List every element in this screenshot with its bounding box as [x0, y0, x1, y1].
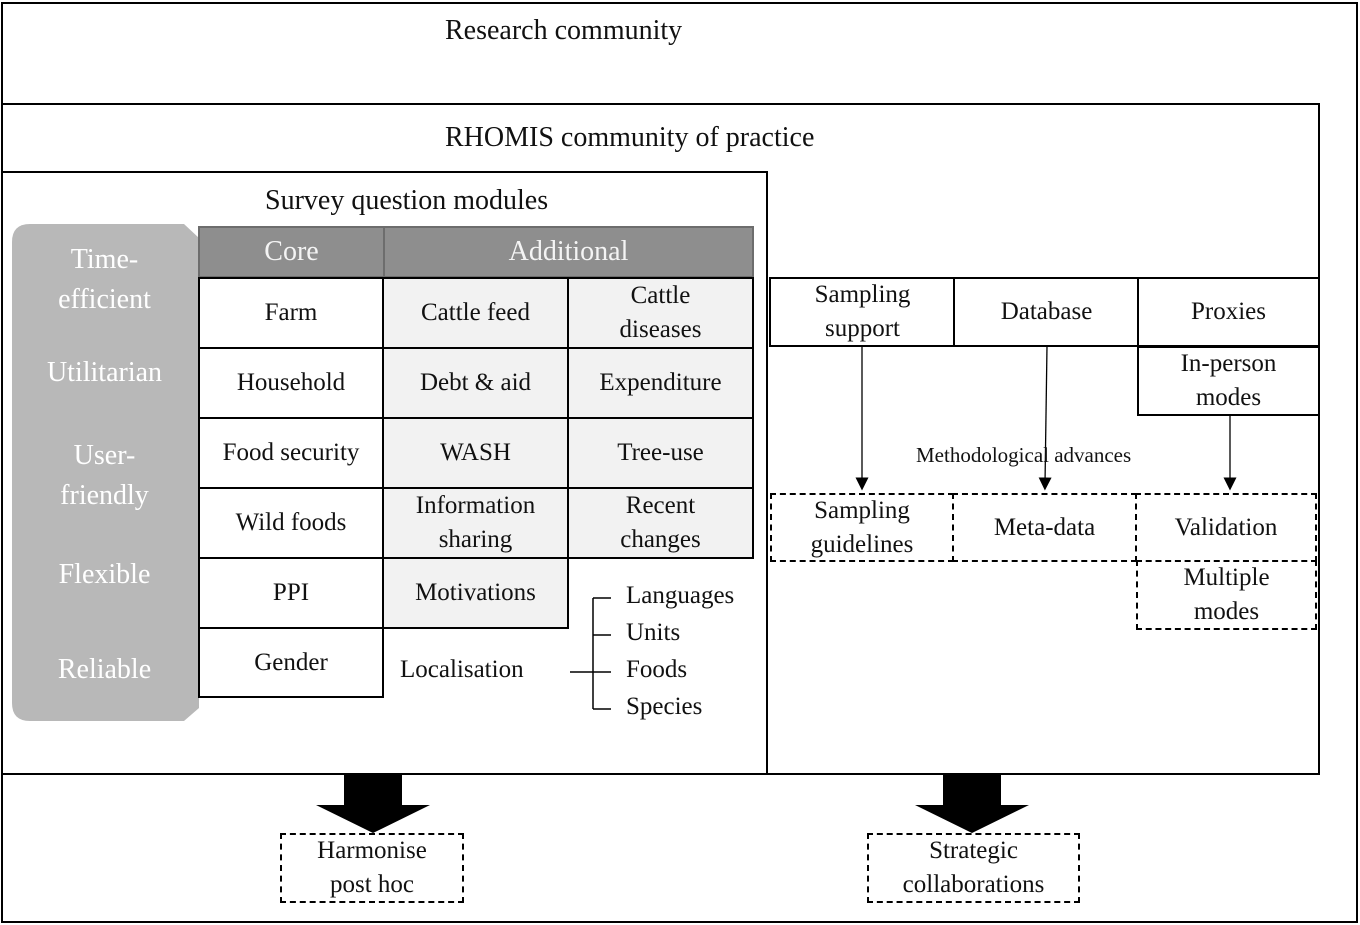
- quality-label: Flexible: [58, 559, 151, 590]
- survey-modules-title: Survey question modules: [265, 185, 549, 216]
- localisation-item: Languages: [626, 582, 735, 609]
- arrow-to-harmonise: [316, 775, 430, 833]
- localisation-bracket: [570, 597, 611, 710]
- core-module: Farm: [198, 277, 384, 349]
- methodological-advances-label: Methodological advances: [916, 443, 1132, 467]
- in-person-modes-box: In-person modes: [1137, 346, 1320, 416]
- additional-module: Cattle feed: [382, 277, 569, 349]
- core-module: Food security: [198, 417, 384, 489]
- localisation-label: Localisation: [400, 656, 524, 683]
- additional-module: Expenditure: [567, 347, 754, 419]
- additional-module: WASH: [382, 417, 569, 489]
- advance-box: Meta-data: [952, 493, 1137, 562]
- additional-module: Tree-use: [567, 417, 754, 489]
- strategic-collaborations-box: Strategic collaborations: [867, 833, 1080, 903]
- localisation-item: Units: [626, 619, 681, 646]
- multiple-modes-box: Multiple modes: [1136, 560, 1317, 630]
- localisation-item: Foods: [626, 656, 688, 683]
- advance-arrows: [855, 345, 1237, 491]
- research-community-title: Research community: [445, 15, 683, 46]
- localisation-item: Species: [626, 693, 703, 720]
- quality-label: Reliable: [57, 654, 152, 685]
- additional-module: Cattle diseases: [567, 277, 754, 349]
- quality-label: Time- efficient: [58, 244, 151, 315]
- additional-module: Information sharing: [382, 487, 569, 559]
- core-module: Household: [198, 347, 384, 419]
- core-module: PPI: [198, 557, 384, 629]
- advance-box: Validation: [1135, 493, 1317, 562]
- advance-box: Sampling guidelines: [770, 493, 954, 562]
- support-box: Database: [953, 277, 1140, 347]
- qualities-panel: [12, 224, 199, 721]
- additional-module: Recent changes: [567, 487, 754, 559]
- support-box: Proxies: [1137, 277, 1320, 347]
- additional-module: Motivations: [382, 557, 569, 629]
- survey-modules-frame: [1, 171, 768, 775]
- additional-header: Additional: [383, 226, 754, 278]
- core-header: Core: [198, 226, 385, 278]
- harmonise-box: Harmonise post hoc: [280, 833, 464, 903]
- arrow-to-strategic: [915, 775, 1029, 833]
- community-of-practice-title: RHOMIS community of practice: [445, 122, 815, 153]
- support-box: Sampling support: [769, 277, 956, 347]
- core-module: Gender: [198, 627, 384, 698]
- quality-label: User- friendly: [60, 440, 149, 511]
- quality-label: Utilitarian: [46, 357, 163, 388]
- core-module: Wild foods: [198, 487, 384, 559]
- additional-module: Debt & aid: [382, 347, 569, 419]
